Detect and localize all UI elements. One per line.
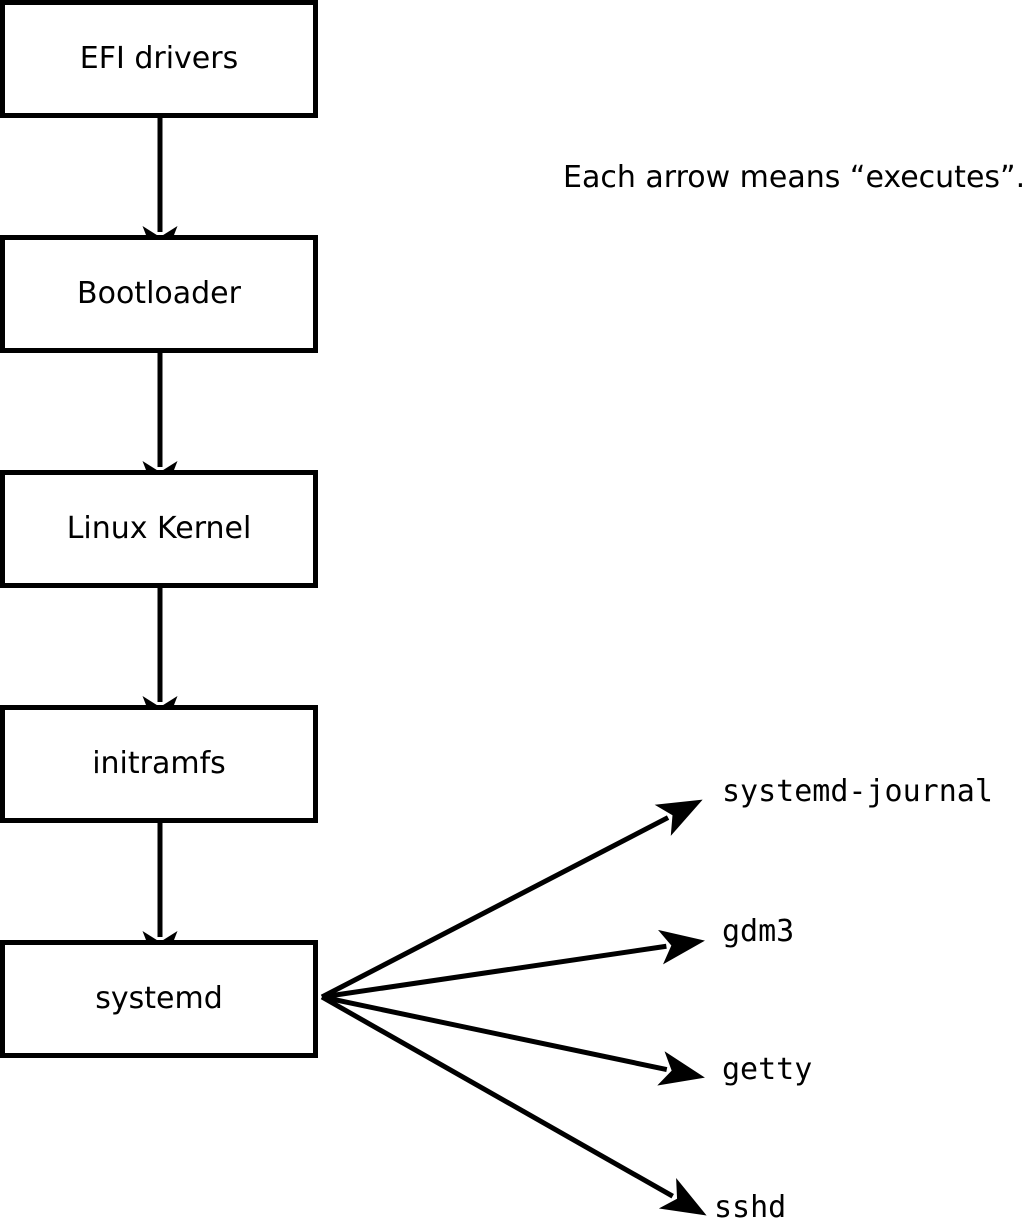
stage-label-initramfs: initramfs	[92, 746, 226, 781]
service-label-systemd-journal: systemd-journal	[722, 774, 993, 809]
service-label-getty: getty	[722, 1052, 813, 1087]
fanout-arrow-2	[321, 994, 705, 1086]
fanout-arrow-group	[320, 799, 707, 1216]
stage-label-bootloader: Bootloader	[77, 276, 241, 311]
fanout-arrow-0	[320, 799, 703, 1000]
fanout-arrow-1	[321, 929, 705, 1000]
stage-box-systemd[interactable]: systemd	[0, 940, 318, 1058]
service-label-sshd: sshd	[714, 1190, 787, 1225]
stage-label-systemd: systemd	[95, 981, 223, 1016]
stage-label-efi-drivers: EFI drivers	[79, 41, 239, 76]
service-label-gdm3: gdm3	[722, 914, 795, 949]
stage-box-efi-drivers[interactable]: EFI drivers	[0, 0, 318, 118]
stage-box-linux-kernel[interactable]: Linux Kernel	[0, 470, 318, 588]
stage-label-linux-kernel: Linux Kernel	[66, 511, 252, 546]
diagram-caption: Each arrow means “executes”.	[563, 160, 1023, 195]
fanout-arrow-3	[320, 994, 707, 1216]
stage-box-bootloader[interactable]: Bootloader	[0, 235, 318, 353]
stage-box-initramfs[interactable]: initramfs	[0, 705, 318, 823]
